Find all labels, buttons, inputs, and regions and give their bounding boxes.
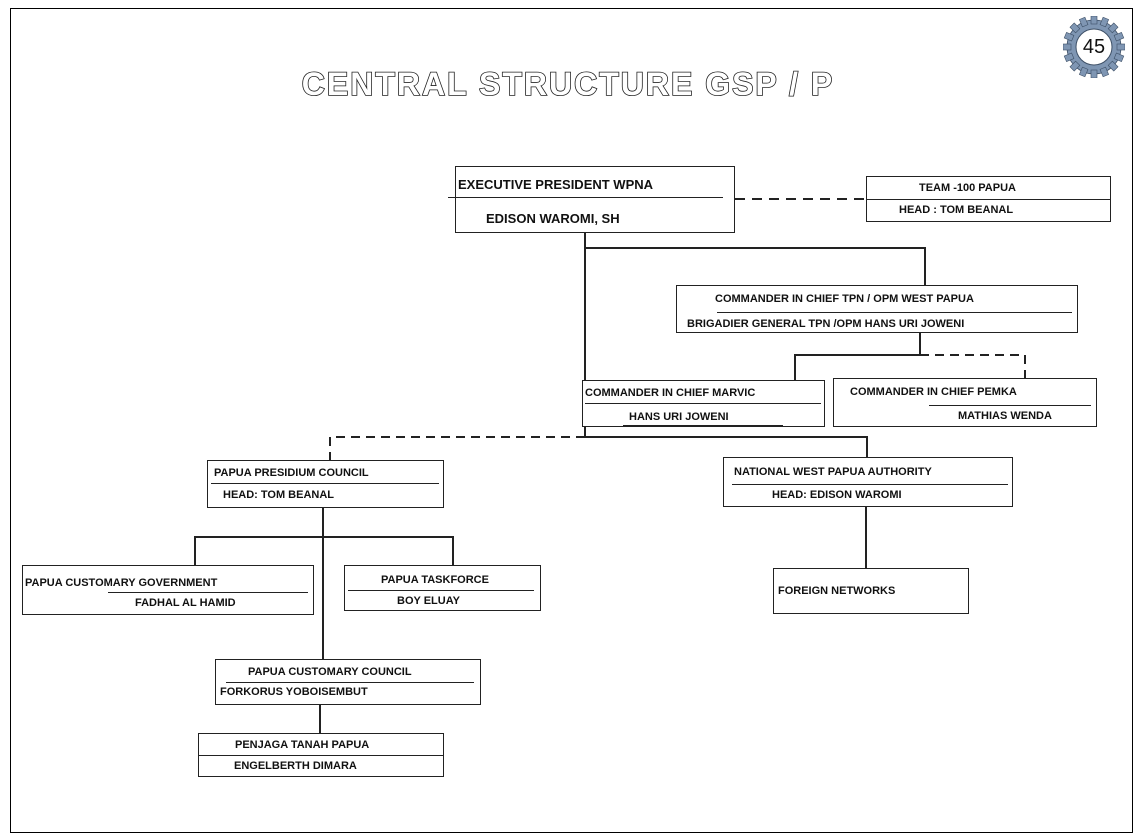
node-head: HEAD: TOM BEANAL [223, 489, 335, 501]
node-customary-council: PAPUA CUSTOMARY COUNCIL FORKORUS YOBOISE… [215, 659, 481, 705]
node-presidium-council: PAPUA PRESIDIUM COUNCIL HEAD: TOM BEANAL [207, 460, 444, 508]
node-head: HEAD: EDISON WAROMI [772, 489, 902, 501]
node-head: EDISON WAROMI, SH [486, 211, 620, 226]
node-title: PENJAGA TANAH PAPUA [235, 739, 370, 751]
node-title: PAPUA TASKFORCE [381, 574, 489, 586]
connector-trunk-authority [585, 436, 868, 457]
divider [929, 405, 1091, 406]
connector-president-commander-tpn [585, 247, 926, 285]
page-number: 45 [1082, 36, 1106, 58]
page-title: CENTRAL STRUCTURE GSP / P [301, 65, 835, 103]
node-commander-pemka: COMMANDER IN CHIEF PEMKA MATHIAS WENDA [833, 378, 1097, 427]
node-head: HANS URI JOWENI [629, 411, 729, 423]
divider [867, 199, 1110, 200]
node-head: FORKORUS YOBOISEMBUT [220, 686, 368, 698]
node-head: ENGELBERTH DIMARA [234, 760, 357, 772]
divider [211, 483, 439, 484]
connector-tpn-marvic [794, 332, 921, 380]
node-head: MATHIAS WENDA [958, 410, 1052, 422]
node-title: COMMANDER IN CHIEF PEMKA [850, 386, 1017, 398]
divider [226, 682, 474, 683]
divider [108, 592, 308, 593]
node-executive-president: EXECUTIVE PRESIDENT WPNA EDISON WAROMI, … [448, 166, 735, 233]
node-title: COMMANDER IN CHIEF TPN / OPM WEST PAPUA [715, 293, 974, 305]
node-head: BOY ELUAY [397, 595, 460, 607]
divider [348, 590, 534, 591]
connector-tpn-pemka [920, 354, 1026, 380]
node-national-authority: NATIONAL WEST PAPUA AUTHORITY HEAD: EDIS… [723, 457, 1013, 507]
node-team-100: TEAM -100 PAPUA HEAD : TOM BEANAL [866, 176, 1111, 222]
node-head: BRIGADIER GENERAL TPN /OPM HANS URI JOWE… [687, 318, 965, 330]
node-penjaga-tanah: PENJAGA TANAH PAPUA ENGELBERTH DIMARA [198, 733, 444, 777]
divider [732, 484, 1008, 485]
node-customary-government: PAPUA CUSTOMARY GOVERNMENT FADHAL AL HAM… [22, 565, 314, 615]
node-title: FOREIGN NETWORKS [778, 585, 896, 597]
divider [199, 755, 443, 756]
divider [448, 197, 723, 198]
node-title: EXECUTIVE PRESIDENT WPNA [458, 177, 654, 192]
node-title: NATIONAL WEST PAPUA AUTHORITY [734, 466, 932, 478]
node-head: HEAD : TOM BEANAL [899, 204, 1014, 216]
node-title: PAPUA PRESIDIUM COUNCIL [214, 467, 369, 479]
underline [623, 425, 783, 426]
node-commander-tpn: COMMANDER IN CHIEF TPN / OPM WEST PAPUA … [676, 285, 1078, 333]
divider [585, 403, 821, 404]
node-head: FADHAL AL HAMID [135, 597, 236, 609]
node-taskforce: PAPUA TASKFORCE BOY ELUAY [344, 565, 541, 611]
divider [717, 312, 1072, 313]
node-title: PAPUA CUSTOMARY COUNCIL [248, 666, 412, 678]
node-foreign-networks: FOREIGN NETWORKS [773, 568, 969, 614]
connector-presidium-branches [194, 536, 454, 565]
node-title: PAPUA CUSTOMARY GOVERNMENT [25, 577, 218, 589]
node-commander-marvic: COMMANDER IN CHIEF MARVIC HANS URI JOWEN… [582, 380, 825, 427]
gear-badge-icon [1063, 16, 1125, 78]
node-title: TEAM -100 PAPUA [919, 182, 1016, 194]
node-title: COMMANDER IN CHIEF MARVIC [585, 387, 756, 399]
connector-trunk-presidium [329, 436, 585, 460]
